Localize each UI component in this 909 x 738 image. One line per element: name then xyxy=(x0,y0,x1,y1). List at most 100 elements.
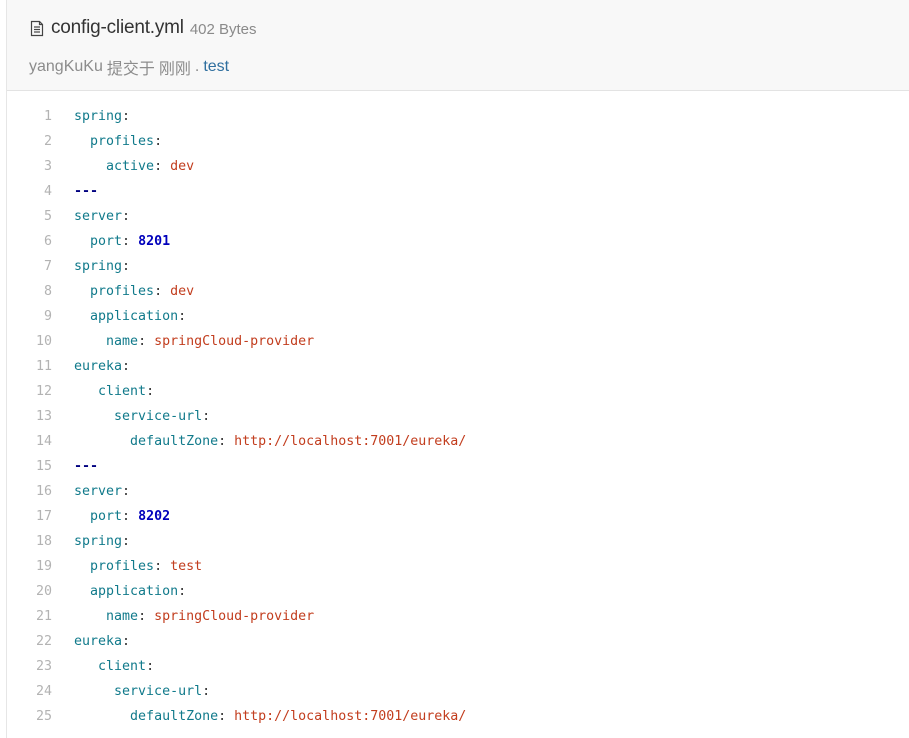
yaml-colon: : xyxy=(202,409,211,424)
code-indent xyxy=(74,334,106,349)
line-number[interactable]: 16 xyxy=(35,484,52,499)
commit-branch[interactable]: test xyxy=(203,58,230,75)
document-separator: --- xyxy=(74,459,99,474)
code-text: service-url: xyxy=(74,404,210,429)
line-number[interactable]: 23 xyxy=(35,659,52,674)
line-number[interactable]: 3 xyxy=(43,159,52,174)
yaml-key: service-url xyxy=(114,684,203,699)
yaml-value: http://localhost:7001/eureka/ xyxy=(234,709,467,724)
line-number[interactable]: 22 xyxy=(35,634,52,649)
code-text: port: 8202 xyxy=(74,504,170,529)
yaml-key: port xyxy=(90,509,123,524)
code-indent xyxy=(74,684,114,699)
line-number[interactable]: 7 xyxy=(43,259,52,274)
line-number[interactable]: 14 xyxy=(35,434,52,449)
yaml-colon: : xyxy=(122,234,139,249)
code-text: profiles: xyxy=(74,129,162,154)
yaml-value: dev xyxy=(170,284,195,299)
yaml-key: application xyxy=(90,584,179,599)
file-header: config-client.yml 402 Bytes yangKuKu 提交于… xyxy=(7,0,909,91)
file-size: 402 Bytes xyxy=(189,20,257,38)
line-number[interactable]: 2 xyxy=(43,134,52,149)
code-text: client: xyxy=(74,379,154,404)
yaml-colon: : xyxy=(122,534,131,549)
code-indent xyxy=(74,409,114,424)
yaml-colon: : xyxy=(122,259,131,274)
yaml-key: spring xyxy=(74,259,123,274)
code-text: defaultZone: http://localhost:7001/eurek… xyxy=(74,429,466,454)
yaml-key: spring xyxy=(74,534,123,549)
code-line: 23 client: xyxy=(7,654,909,679)
line-number[interactable]: 21 xyxy=(35,609,52,624)
code-indent xyxy=(74,309,90,324)
commit-author[interactable]: yangKuKu xyxy=(29,58,103,75)
code-text: name: springCloud-provider xyxy=(74,604,314,629)
yaml-colon: : xyxy=(218,434,235,449)
code-text: eureka: xyxy=(74,354,130,379)
yaml-value: 8201 xyxy=(138,234,171,249)
code-line: 11 eureka: xyxy=(7,354,909,379)
code-text: application: xyxy=(74,579,186,604)
line-number[interactable]: 9 xyxy=(43,309,52,324)
code-indent xyxy=(74,609,106,624)
file-view-panel: config-client.yml 402 Bytes yangKuKu 提交于… xyxy=(6,0,909,738)
code-text: port: 8201 xyxy=(74,229,170,254)
line-number[interactable]: 6 xyxy=(43,234,52,249)
file-name[interactable]: config-client.yml xyxy=(51,17,184,38)
yaml-key: name xyxy=(106,609,139,624)
line-number[interactable]: 12 xyxy=(35,384,52,399)
yaml-value: springCloud-provider xyxy=(154,334,315,349)
line-number[interactable]: 17 xyxy=(35,509,52,524)
yaml-colon: : xyxy=(138,334,155,349)
code-text: service-url: xyxy=(74,679,210,704)
line-number[interactable]: 20 xyxy=(35,584,52,599)
yaml-colon: : xyxy=(154,159,171,174)
code-indent xyxy=(74,584,90,599)
line-number[interactable]: 1 xyxy=(43,109,52,124)
code-indent xyxy=(74,509,90,524)
yaml-colon: : xyxy=(122,509,139,524)
code-indent xyxy=(74,134,90,149)
yaml-colon: : xyxy=(122,209,131,224)
line-number[interactable]: 10 xyxy=(35,334,52,349)
yaml-colon: : xyxy=(138,609,155,624)
line-number[interactable]: 8 xyxy=(43,284,52,299)
code-text: spring: xyxy=(74,104,130,129)
yaml-colon: : xyxy=(122,484,131,499)
commit-time: 刚刚 xyxy=(158,61,191,78)
code-indent xyxy=(74,284,90,299)
line-number[interactable]: 24 xyxy=(35,684,52,699)
line-number[interactable]: 25 xyxy=(35,709,52,724)
yaml-key: profiles xyxy=(90,284,155,299)
code-indent xyxy=(74,709,130,724)
line-number[interactable]: 18 xyxy=(35,534,52,549)
code-text: profiles: test xyxy=(74,554,202,579)
line-number[interactable]: 15 xyxy=(35,459,52,474)
commit-separator: . xyxy=(194,58,200,75)
yaml-colon: : xyxy=(122,359,131,374)
line-number[interactable]: 19 xyxy=(35,559,52,574)
file-title-row: config-client.yml 402 Bytes xyxy=(30,14,257,42)
code-text: name: springCloud-provider xyxy=(74,329,314,354)
line-number[interactable]: 5 xyxy=(43,209,52,224)
line-number[interactable]: 4 xyxy=(43,184,52,199)
code-text: eureka: xyxy=(74,629,130,654)
document-separator: --- xyxy=(74,184,99,199)
code-text: active: dev xyxy=(74,154,194,179)
code-line: 24 service-url: xyxy=(7,679,909,704)
code-line: 4 --- xyxy=(7,179,909,204)
yaml-value: dev xyxy=(170,159,195,174)
code-indent xyxy=(74,659,98,674)
yaml-colon: : xyxy=(218,709,235,724)
code-text: server: xyxy=(74,204,130,229)
yaml-key: spring xyxy=(74,109,123,124)
yaml-colon: : xyxy=(178,584,187,599)
yaml-key: port xyxy=(90,234,123,249)
code-line: 22 eureka: xyxy=(7,629,909,654)
line-number[interactable]: 11 xyxy=(35,359,52,374)
code-text: --- xyxy=(74,179,98,204)
line-number[interactable]: 13 xyxy=(35,409,52,424)
code-line: 17 port: 8202 xyxy=(7,504,909,529)
yaml-key: active xyxy=(106,159,155,174)
